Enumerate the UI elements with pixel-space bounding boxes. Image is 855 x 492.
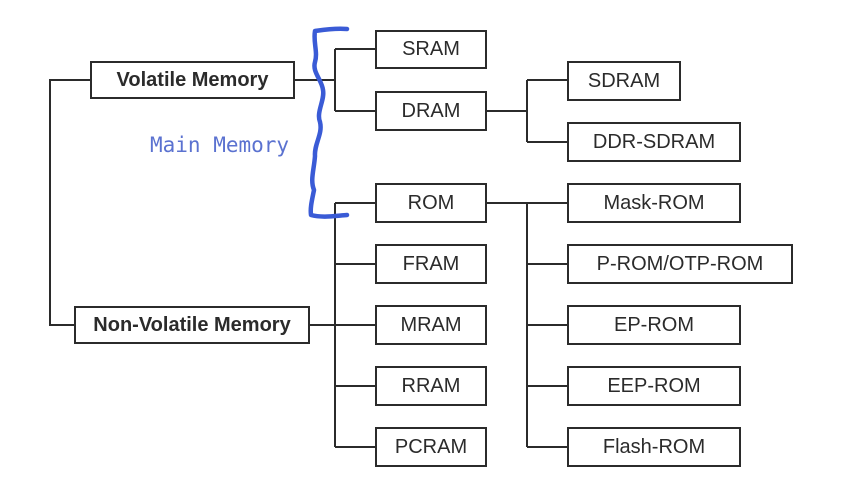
fram-label: FRAM [402, 252, 460, 275]
dram-label: DRAM [401, 99, 461, 122]
ddr-sdram-label: DDR-SDRAM [592, 130, 716, 153]
pcram-label: PCRAM [394, 435, 468, 458]
rram-label: RRAM [401, 374, 461, 397]
flash-rom-node: Flash-ROM [567, 427, 741, 467]
main-memory-label: Main Memory [150, 133, 290, 157]
volatile-memory-label: Volatile Memory [116, 68, 269, 91]
ddr-sdram-node: DDR-SDRAM [567, 122, 741, 162]
pcram-node: PCRAM [375, 427, 487, 467]
non-volatile-memory-node: Non-Volatile Memory [74, 306, 310, 344]
non-volatile-memory-label: Non-Volatile Memory [93, 313, 291, 336]
ep-rom-node: EP-ROM [567, 305, 741, 345]
sdram-node: SDRAM [567, 61, 681, 101]
mram-node: MRAM [375, 305, 487, 345]
ep-rom-label: EP-ROM [614, 313, 694, 336]
rom-label: ROM [407, 191, 455, 214]
sdram-label: SDRAM [587, 69, 661, 92]
eep-rom-node: EEP-ROM [567, 366, 741, 406]
p-rom-otp-rom-node: P-ROM/OTP-ROM [567, 244, 793, 284]
sram-node: SRAM [375, 30, 487, 69]
sram-label: SRAM [402, 38, 460, 60]
volatile-memory-node: Volatile Memory [90, 61, 295, 99]
rram-node: RRAM [375, 366, 487, 406]
mask-rom-label: Mask-ROM [603, 191, 705, 214]
dram-node: DRAM [375, 91, 487, 131]
mram-label: MRAM [400, 313, 462, 336]
rom-node: ROM [375, 183, 487, 223]
flash-rom-label: Flash-ROM [602, 435, 706, 458]
main-memory-annotation: Main Memory [150, 133, 289, 157]
fram-node: FRAM [375, 244, 487, 284]
mask-rom-node: Mask-ROM [567, 183, 741, 223]
p-rom-otp-rom-label: P-ROM/OTP-ROM [596, 252, 764, 275]
main-memory-bracket [308, 26, 350, 219]
eep-rom-label: EEP-ROM [607, 374, 701, 397]
